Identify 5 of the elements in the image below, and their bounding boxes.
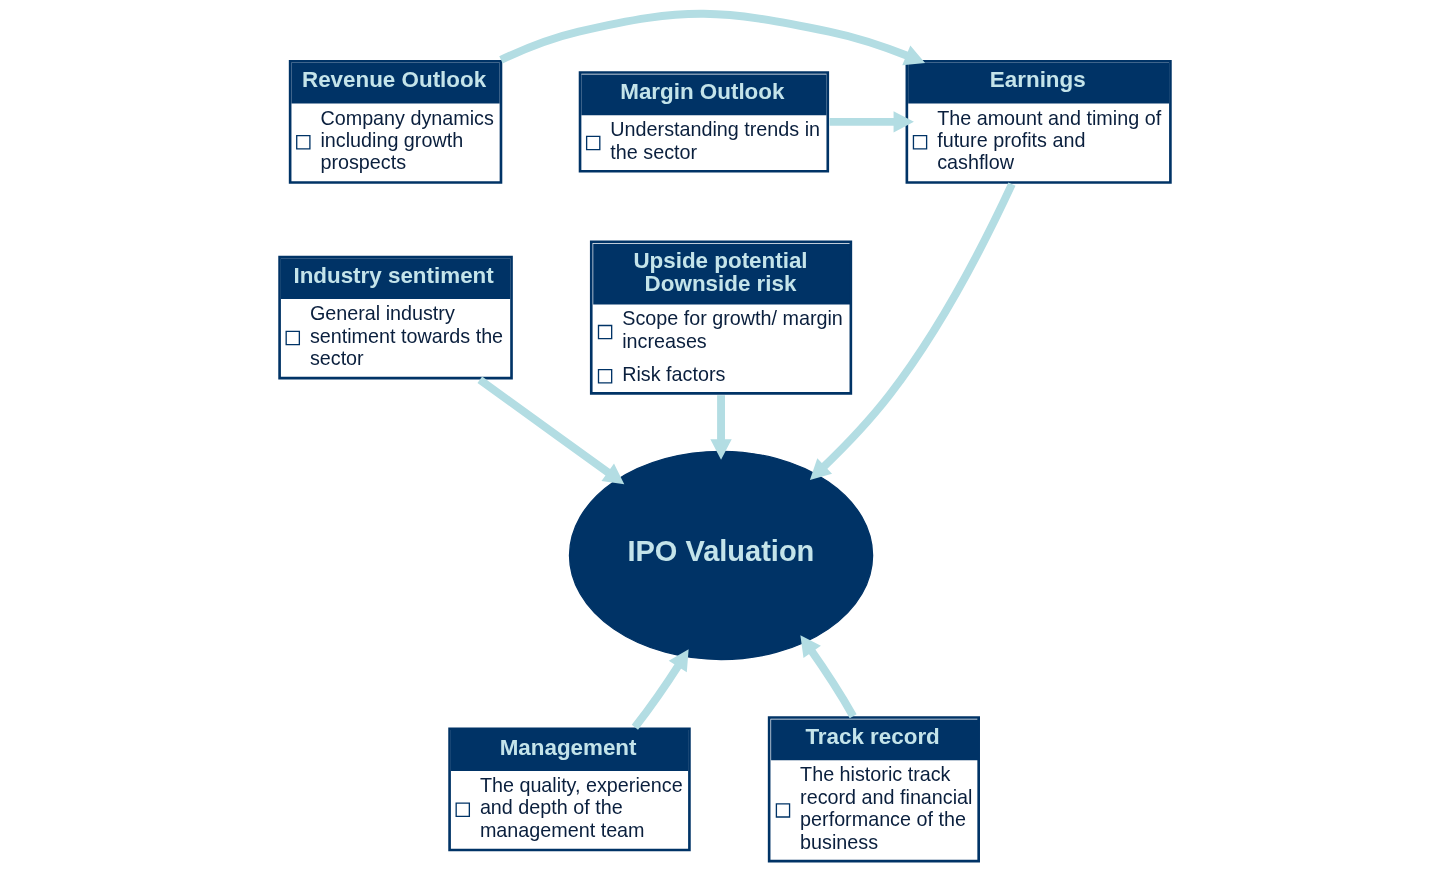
arrow <box>477 376 625 485</box>
arrow <box>809 182 1016 480</box>
arrow <box>631 649 689 730</box>
arrow <box>499 9 926 66</box>
arrow <box>800 635 857 719</box>
